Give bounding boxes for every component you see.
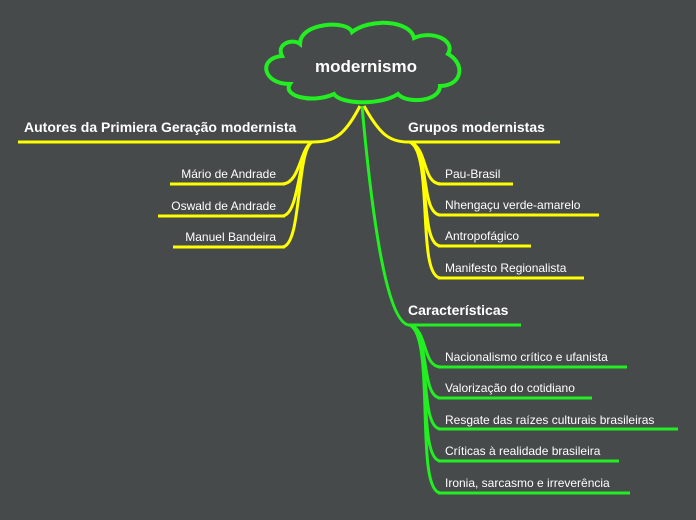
grupo-item-4[interactable]: Manifesto Regionalista <box>445 261 567 275</box>
grupo-item-3[interactable]: Antropofágico <box>445 229 520 243</box>
carac-item-1[interactable]: Nacionalismo crítico e ufanista <box>445 350 608 364</box>
carac-item-5[interactable]: Ironia, sarcasmo e irreverência <box>445 476 610 490</box>
connector-grupos-4 <box>409 140 442 280</box>
autor-item-1[interactable]: Mário de Andrade <box>181 167 276 181</box>
connector-root-caracteristicas <box>360 105 409 327</box>
root-node-label[interactable]: modernismo <box>314 57 418 76</box>
grupo-item-1[interactable]: Pau-Brasil <box>445 167 501 181</box>
connector-root-grupos <box>362 105 409 144</box>
topic-caracteristicas[interactable]: Características <box>408 302 509 318</box>
carac-item-3[interactable]: Resgate das raízes culturais brasileiras <box>445 413 655 427</box>
topic-autores[interactable]: Autores da Primiera Geração modernista <box>24 119 297 135</box>
connector-root-autores <box>311 105 362 144</box>
topic-grupos[interactable]: Grupos modernistas <box>408 119 545 135</box>
root-cloud[interactable] <box>264 20 462 105</box>
autor-item-3[interactable]: Manuel Bandeira <box>185 230 276 244</box>
connector-carac-5 <box>409 323 442 495</box>
connector-autores-3 <box>281 140 314 249</box>
autor-item-2[interactable]: Oswald de Andrade <box>171 199 276 213</box>
carac-item-2[interactable]: Valorização do cotidiano <box>445 381 575 395</box>
carac-item-4[interactable]: Críticas à realidade brasileira <box>445 444 601 458</box>
grupo-item-2[interactable]: Nhengaçu verde-amarelo <box>445 198 581 212</box>
